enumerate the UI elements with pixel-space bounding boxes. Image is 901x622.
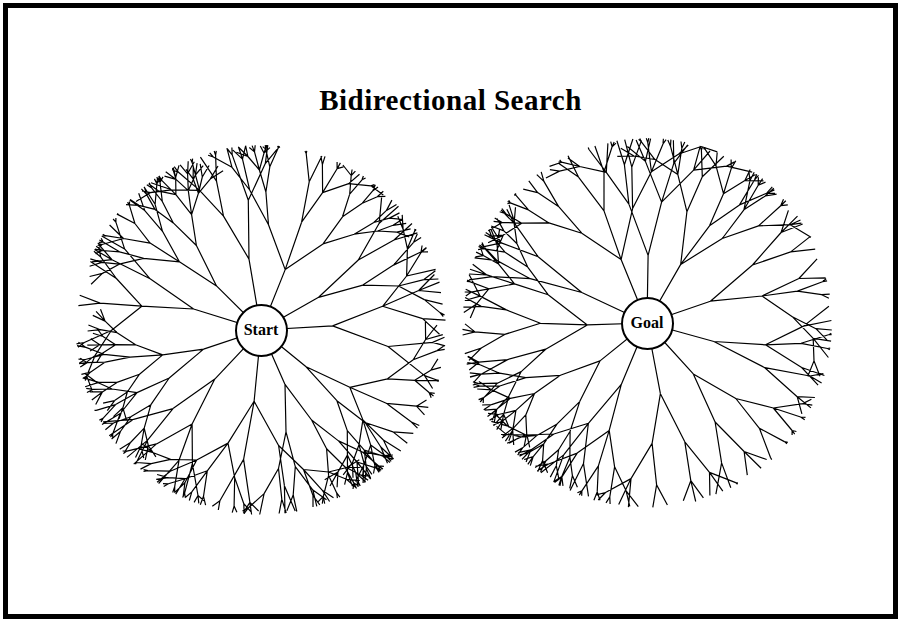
search-tree <box>463 138 832 507</box>
search-node-circle: Goal <box>621 297 674 350</box>
diagram-title: Bidirectional Search <box>0 84 901 117</box>
node-label: Start <box>244 321 279 339</box>
search-node-circle: Start <box>235 304 288 357</box>
node-label: Goal <box>631 314 664 332</box>
search-tree <box>77 145 446 514</box>
